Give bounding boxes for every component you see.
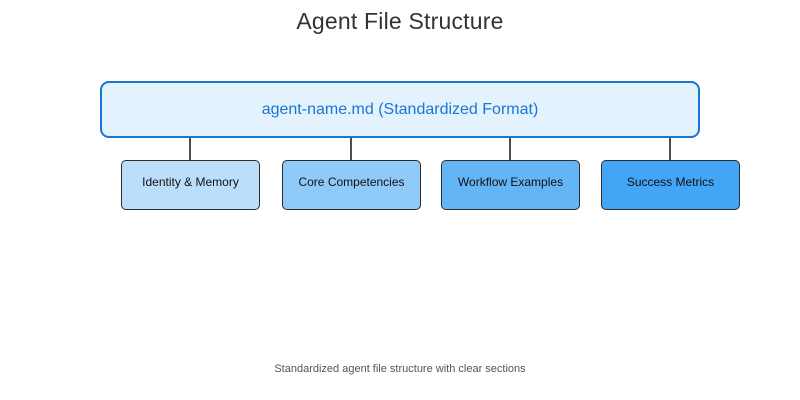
node-core-competencies: Core Competencies [282,160,421,210]
connector-identity-memory [189,138,191,160]
node-workflow-examples-label: Workflow Examples [457,175,564,189]
diagram-caption: Standardized agent file structure with c… [274,363,526,375]
node-success-metrics-label: Success Metrics [626,175,715,189]
root-node-label: agent-name.md (Standardized Format) [261,100,539,118]
node-identity-memory-label: Identity & Memory [142,175,239,189]
connector-success-metrics [669,138,671,160]
node-success-metrics: Success Metrics [601,160,740,210]
connector-workflow-examples [509,138,511,160]
node-core-competencies-label: Core Competencies [298,175,405,189]
diagram-title: Agent File Structure [296,8,504,34]
node-identity-memory: Identity & Memory [121,160,260,210]
connector-core-competencies [350,138,352,160]
root-node-agent-file: agent-name.md (Standardized Format) [100,81,700,138]
node-workflow-examples: Workflow Examples [441,160,580,210]
